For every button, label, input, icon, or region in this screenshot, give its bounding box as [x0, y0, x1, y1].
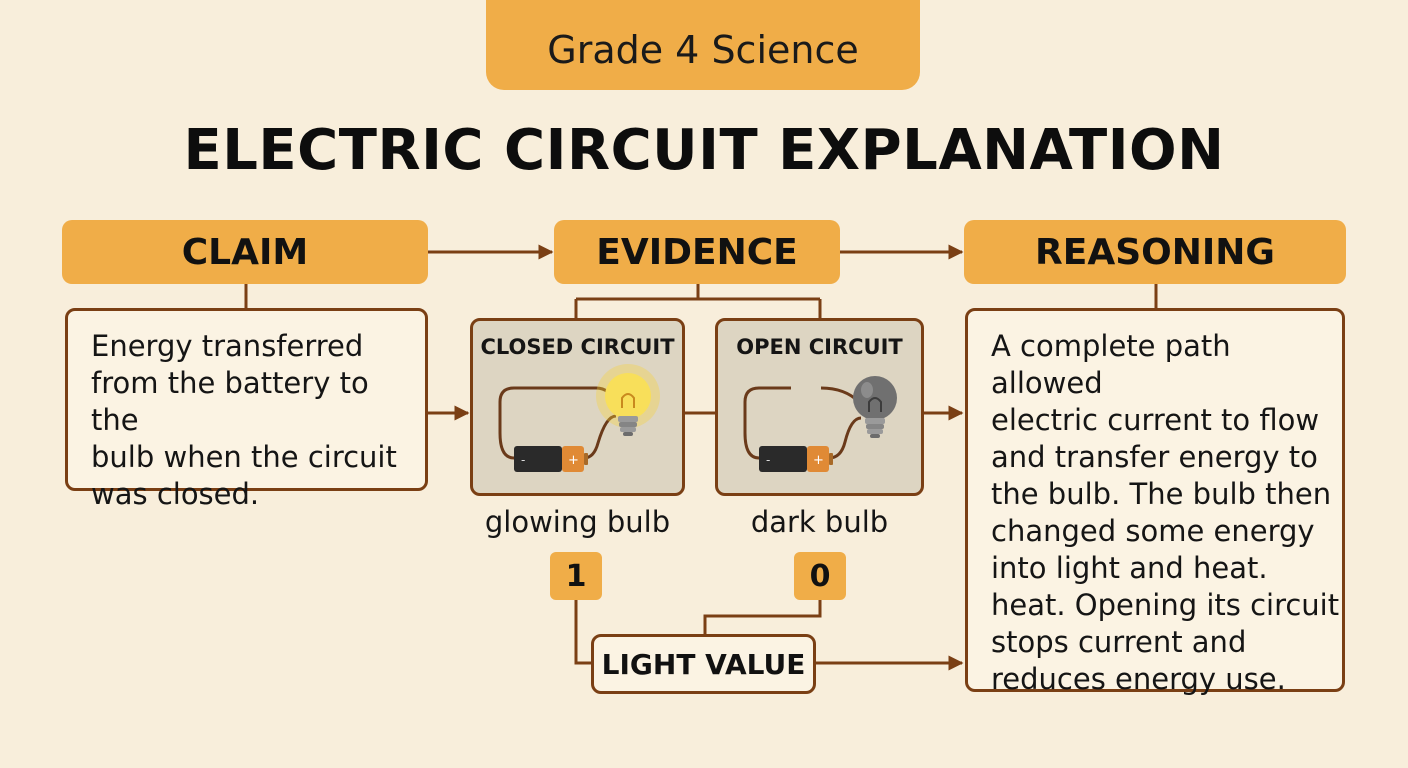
- claim-line: Energy transferred: [91, 329, 364, 363]
- open-circuit-panel: OPEN CIRCUIT - +: [715, 318, 924, 496]
- page-title: ELECTRIC CIRCUIT EXPLANATION: [183, 118, 1225, 183]
- bulb-base-icon: [865, 418, 885, 438]
- closed-circuit-panel: CLOSED CIRCUIT - +: [470, 318, 685, 496]
- reasoning-line: A complete path allowed: [991, 329, 1231, 400]
- filament-icon: [868, 397, 882, 412]
- open-value-badge: 0: [794, 552, 846, 600]
- battery-icon: [514, 446, 588, 472]
- reasoning-line: the bulb. The bulb then: [991, 477, 1332, 511]
- evidence-header: EVIDENCE: [554, 220, 840, 284]
- closed-circuit-title: CLOSED CIRCUIT: [480, 335, 675, 359]
- reasoning-line: into light and heat.: [991, 551, 1268, 585]
- closed-circuit-illustration: - +: [498, 364, 660, 472]
- grade-tab: Grade 4 Science: [486, 0, 920, 90]
- closed-value: 1: [565, 558, 587, 594]
- open-value: 0: [809, 558, 831, 594]
- claim-line: from the battery to the: [91, 366, 369, 437]
- bulb-base-icon: [618, 416, 638, 436]
- claim-box: Energy transferred from the battery to t…: [65, 308, 428, 511]
- battery-plus: +: [813, 453, 824, 468]
- reasoning-header-label: REASONING: [1035, 231, 1275, 273]
- claim-line: was closed.: [91, 477, 260, 511]
- claim-header-label: CLAIM: [181, 231, 309, 273]
- battery-minus: -: [521, 453, 525, 467]
- claim-header: CLAIM: [62, 220, 428, 284]
- open-circuit-title: OPEN CIRCUIT: [736, 335, 903, 359]
- glow-icon: [596, 364, 660, 428]
- reasoning-line: and transfer energy to: [991, 440, 1318, 474]
- open-caption: dark bulb: [750, 505, 889, 539]
- reasoning-line: heat. Opening its circuit: [991, 588, 1340, 622]
- claim-text: Energy transferred from the battery to t…: [91, 328, 425, 513]
- reasoning-text: A complete path allowed electric current…: [991, 328, 1342, 698]
- closed-caption: glowing bulb: [484, 505, 671, 539]
- battery-plus: +: [568, 453, 579, 468]
- light-value-label: LIGHT VALUE: [601, 647, 806, 681]
- claim-line: bulb when the circuit: [91, 440, 397, 474]
- light-value-box: LIGHT VALUE: [591, 634, 816, 694]
- reasoning-line: reduces energy use.: [991, 662, 1286, 696]
- reasoning-line: electric current to flow: [991, 403, 1320, 437]
- reasoning-header: REASONING: [964, 220, 1346, 284]
- battery-minus: -: [766, 453, 770, 467]
- open-circuit-illustration: - +: [743, 376, 897, 472]
- reasoning-line: changed some energy: [991, 514, 1315, 548]
- reasoning-line: stops current and: [991, 625, 1247, 659]
- grade-label: Grade 4 Science: [547, 28, 859, 72]
- filament-icon: [621, 393, 635, 408]
- battery-icon: [759, 446, 833, 472]
- evidence-header-label: EVIDENCE: [596, 231, 798, 273]
- closed-value-badge: 1: [550, 552, 602, 600]
- reasoning-box: A complete path allowed electric current…: [965, 308, 1345, 696]
